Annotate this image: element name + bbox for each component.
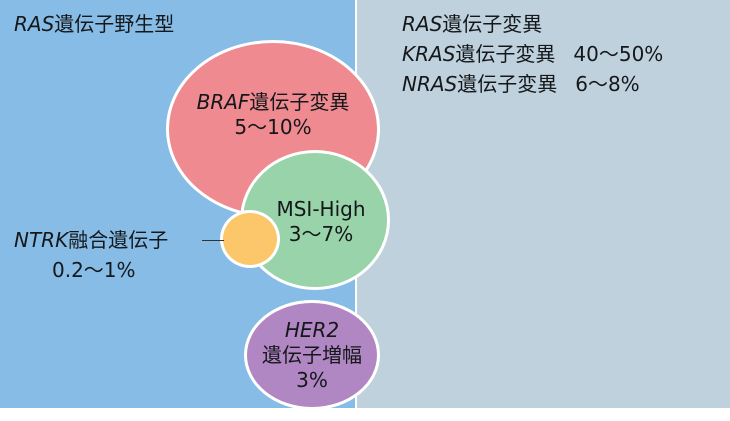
braf-title: BRAF遺伝子変異 bbox=[166, 90, 380, 115]
ntrk-gene: NTRK bbox=[14, 228, 69, 252]
braf-type: 遺伝子変異 bbox=[249, 90, 350, 114]
her2-circle bbox=[244, 300, 380, 410]
ras-mutation-line: RAS遺伝子変異 bbox=[402, 12, 542, 36]
her2-type: 遺伝子増幅 bbox=[262, 343, 362, 367]
ntrk-connector-line bbox=[202, 240, 224, 241]
her2-gene: HER2 bbox=[284, 318, 340, 342]
braf-value: 5～10% bbox=[234, 115, 312, 139]
msi-high-value: 3～7% bbox=[288, 222, 354, 246]
gene-name: NRAS bbox=[402, 72, 458, 96]
wild-type-text: 遺伝子野生型 bbox=[54, 12, 175, 36]
her2-circle-text: HER2 遺伝子増幅 3% bbox=[244, 318, 380, 393]
ras-wild-type-title: RAS遺伝子野生型 bbox=[14, 12, 174, 36]
her2-value: 3% bbox=[296, 368, 328, 392]
mutation-text: 遺伝子変異 bbox=[442, 12, 543, 36]
kras-mutation-line: KRAS遺伝子変異 40～50% bbox=[402, 42, 663, 66]
ras-mutation-panel bbox=[356, 0, 730, 408]
msi-high-circle-text: MSI-High 3～7% bbox=[246, 197, 396, 247]
mutation-text: 遺伝子変異 bbox=[457, 72, 558, 96]
braf-gene: BRAF bbox=[196, 90, 250, 114]
ntrk-circle bbox=[220, 210, 280, 268]
ntrk-value: 0.2～1% bbox=[52, 258, 136, 282]
ras-gene-label: RAS bbox=[14, 12, 55, 36]
msi-high-gene: MSI-High bbox=[276, 197, 366, 221]
mutation-value: 40～50% bbox=[573, 42, 664, 66]
ntrk-type: 融合遺伝子 bbox=[68, 228, 169, 252]
mutation-text: 遺伝子変異 bbox=[455, 42, 556, 66]
nras-mutation-line: NRAS遺伝子変異 6～8% bbox=[402, 72, 640, 96]
gene-name: KRAS bbox=[402, 42, 456, 66]
mutation-value: 6～8% bbox=[575, 72, 640, 96]
gene-name: RAS bbox=[402, 12, 443, 36]
ntrk-label: NTRK融合遺伝子 bbox=[14, 228, 168, 252]
braf-circle-text: BRAF遺伝子変異 5～10% bbox=[166, 90, 380, 140]
